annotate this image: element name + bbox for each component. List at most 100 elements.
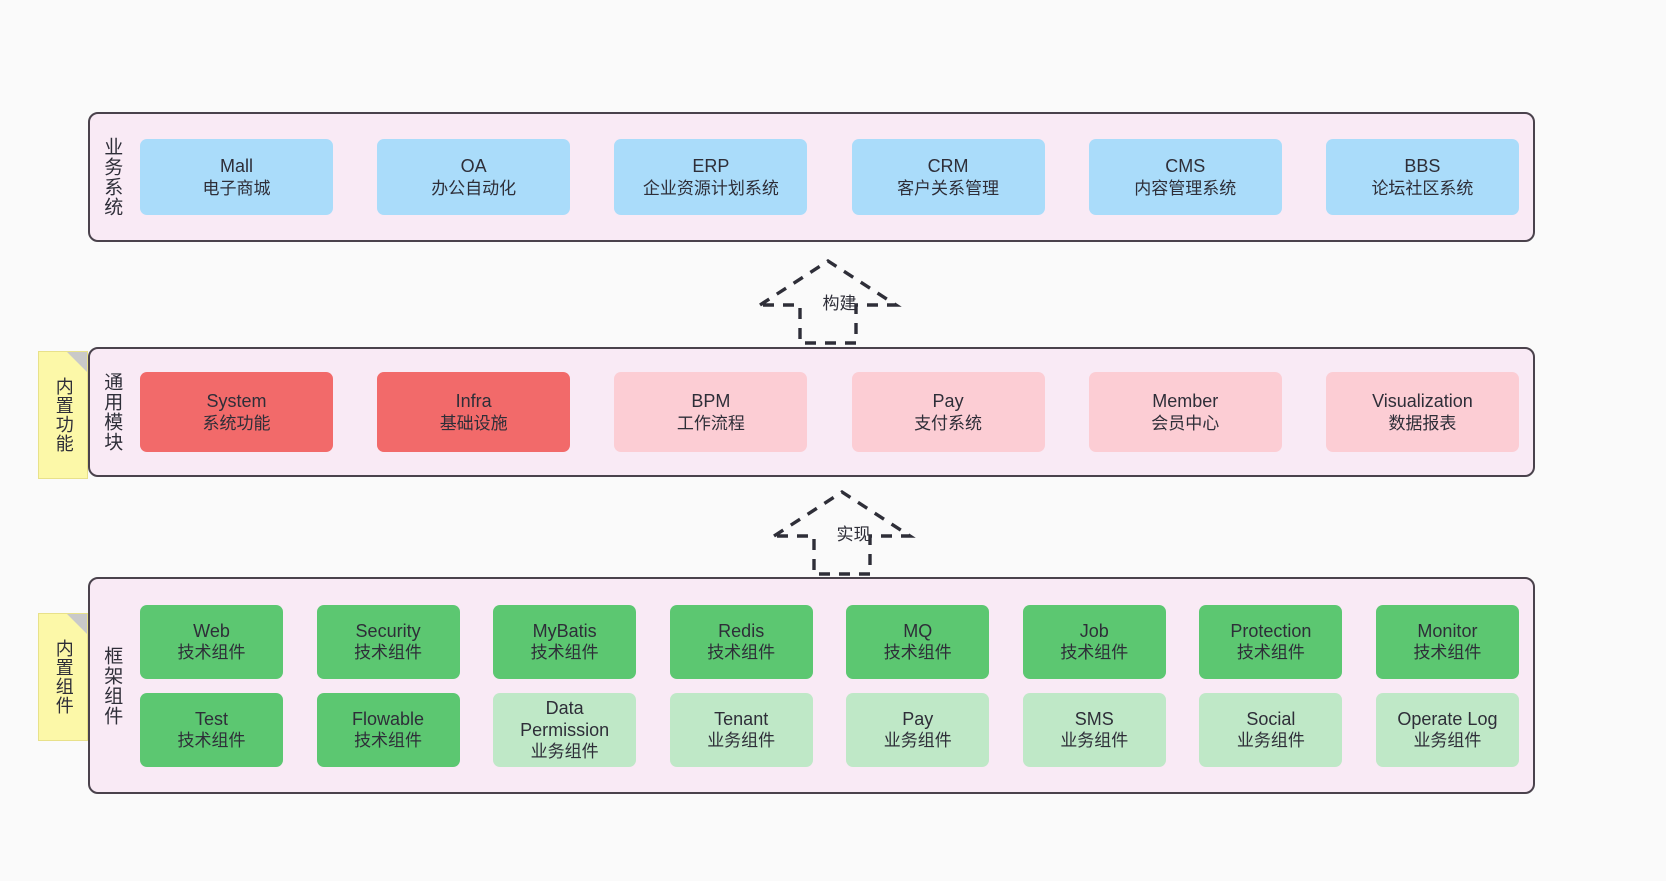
card-subtitle: 会员中心 <box>1151 413 1220 433</box>
card-title: SMS <box>1074 708 1114 729</box>
card-pay[interactable]: Pay 支付系统 <box>851 372 1045 452</box>
card-web[interactable]: Web 技术组件 <box>140 604 283 679</box>
layer-body-common-modules: System 系统功能 Infra 基础设施 BPM 工作流程 Pay 支付系统… <box>132 349 1533 475</box>
card-subtitle: 业务组件 <box>707 731 776 751</box>
card-title: ERP <box>692 156 730 177</box>
card-subtitle: 技术组件 <box>883 643 952 663</box>
connector-label: 实现 <box>836 525 871 544</box>
card-crm[interactable]: CRM 客户关系管理 <box>851 139 1045 215</box>
card-data-permission[interactable]: Data Permission 业务组件 <box>493 692 637 767</box>
layer-body-business-systems: Mall 电子商城 OA 办公自动化 ERP 企业资源计划系统 CRM 客户关系… <box>132 114 1533 240</box>
card-title: BPM <box>691 391 731 412</box>
card-subtitle: 业务组件 <box>530 742 599 762</box>
card-title: Tenant <box>714 708 769 729</box>
card-subtitle: 技术组件 <box>1236 643 1305 663</box>
card-title: CMS <box>1165 156 1206 177</box>
card-redis[interactable]: Redis 技术组件 <box>669 604 813 679</box>
card-title: MyBatis <box>532 620 597 641</box>
dashed-arrow-icon <box>768 489 916 576</box>
card-social[interactable]: Social 业务组件 <box>1199 692 1343 767</box>
card-subtitle: 支付系统 <box>914 413 983 433</box>
card-title: Redis <box>718 620 765 641</box>
card-subtitle: 内容管理系统 <box>1134 178 1237 198</box>
card-mall[interactable]: Mall 电子商城 <box>140 139 333 215</box>
connector-implement: 实现 <box>768 488 916 576</box>
card-row: System 系统功能 Infra 基础设施 BPM 工作流程 Pay 支付系统… <box>140 372 1519 452</box>
connector-label: 构建 <box>822 294 857 313</box>
card-subtitle: 技术组件 <box>530 643 599 663</box>
card-title: CRM <box>927 156 969 177</box>
card-job[interactable]: Job 技术组件 <box>1022 604 1166 679</box>
card-subtitle: 系统功能 <box>202 413 271 433</box>
layer-title-business-systems: 业务系统 <box>101 137 123 217</box>
card-title: Monitor <box>1417 620 1478 641</box>
note-label: 内置组件 <box>53 639 74 715</box>
card-monitor[interactable]: Monitor 技术组件 <box>1375 604 1519 679</box>
note-label: 内置功能 <box>53 377 74 453</box>
card-subtitle: 业务组件 <box>883 731 952 751</box>
card-mybatis[interactable]: MyBatis 技术组件 <box>493 604 637 679</box>
layer-title-common-modules: 通用模块 <box>101 372 123 452</box>
card-erp[interactable]: ERP 企业资源计划系统 <box>614 139 808 215</box>
card-title: Flowable <box>352 708 425 729</box>
card-tenant[interactable]: Tenant 业务组件 <box>669 692 813 767</box>
card-subtitle: 业务组件 <box>1236 731 1305 751</box>
card-operate-log[interactable]: Operate Log 业务组件 <box>1375 692 1519 767</box>
card-oa[interactable]: OA 办公自动化 <box>377 139 571 215</box>
card-row-technical: Web 技术组件 Security 技术组件 MyBatis 技术组件 Redi… <box>140 604 1519 679</box>
card-system[interactable]: System 系统功能 <box>140 372 333 452</box>
card-sms[interactable]: SMS 业务组件 <box>1022 692 1166 767</box>
card-flowable[interactable]: Flowable 技术组件 <box>316 692 460 767</box>
card-mq[interactable]: MQ 技术组件 <box>846 604 990 679</box>
layer-title-framework-components: 框架组件 <box>101 645 123 726</box>
card-title: Job <box>1079 620 1109 641</box>
card-title: OA <box>460 156 487 177</box>
card-subtitle: 办公自动化 <box>431 178 517 198</box>
card-subtitle: 技术组件 <box>354 643 423 663</box>
card-title: Member <box>1152 391 1219 412</box>
card-title: Protection <box>1230 620 1312 641</box>
card-title: Security <box>355 620 421 641</box>
note-builtin-functions[interactable]: 内置功能 <box>38 351 88 479</box>
card-title: Web <box>193 620 230 641</box>
card-subtitle: 基础设施 <box>439 413 508 433</box>
card-subtitle: 技术组件 <box>707 643 776 663</box>
card-bpm[interactable]: BPM 工作流程 <box>614 372 808 452</box>
card-subtitle: 论坛社区系统 <box>1371 178 1474 198</box>
card-title: Social <box>1246 708 1296 729</box>
card-row: Mall 电子商城 OA 办公自动化 ERP 企业资源计划系统 CRM 客户关系… <box>140 139 1519 215</box>
card-subtitle: 技术组件 <box>354 731 423 751</box>
dashed-arrow-icon <box>754 258 902 345</box>
card-subtitle: 业务组件 <box>1413 731 1482 751</box>
card-test[interactable]: Test 技术组件 <box>140 692 283 767</box>
card-subtitle: 电子商城 <box>202 178 271 198</box>
card-member[interactable]: Member 会员中心 <box>1088 372 1282 452</box>
card-subtitle: 业务组件 <box>1060 731 1129 751</box>
card-security[interactable]: Security 技术组件 <box>316 604 460 679</box>
card-protection[interactable]: Protection 技术组件 <box>1199 604 1343 679</box>
layer-common-modules[interactable]: 通用模块 System 系统功能 Infra 基础设施 BPM 工作流程 Pay <box>88 347 1535 477</box>
card-subtitle: 工作流程 <box>676 413 745 433</box>
card-subtitle: 技术组件 <box>177 731 246 751</box>
card-pay-business[interactable]: Pay 业务组件 <box>846 692 990 767</box>
card-visualization[interactable]: Visualization 数据报表 <box>1325 372 1519 452</box>
card-title: Visualization <box>1372 391 1473 412</box>
card-title: Operate Log <box>1397 708 1498 729</box>
note-builtin-components[interactable]: 内置组件 <box>38 613 88 741</box>
card-title: System <box>206 391 267 412</box>
layer-framework-components[interactable]: 框架组件 Web 技术组件 Security 技术组件 MyBatis 技术组件… <box>88 577 1535 794</box>
card-title: Pay <box>902 708 934 729</box>
card-subtitle: 技术组件 <box>1413 643 1482 663</box>
card-title: Data Permission <box>520 697 610 740</box>
layer-body-framework-components: Web 技术组件 Security 技术组件 MyBatis 技术组件 Redi… <box>132 579 1533 792</box>
card-row-business: Test 技术组件 Flowable 技术组件 Data Permission … <box>140 692 1519 767</box>
card-title: Infra <box>455 391 492 412</box>
layer-business-systems[interactable]: 业务系统 Mall 电子商城 OA 办公自动化 ERP 企业资源计划系统 CRM <box>88 112 1535 242</box>
card-bbs[interactable]: BBS 论坛社区系统 <box>1325 139 1519 215</box>
card-subtitle: 技术组件 <box>177 643 246 663</box>
card-title: MQ <box>903 620 933 641</box>
card-cms[interactable]: CMS 内容管理系统 <box>1088 139 1282 215</box>
card-infra[interactable]: Infra 基础设施 <box>377 372 571 452</box>
connector-build: 构建 <box>754 257 902 345</box>
